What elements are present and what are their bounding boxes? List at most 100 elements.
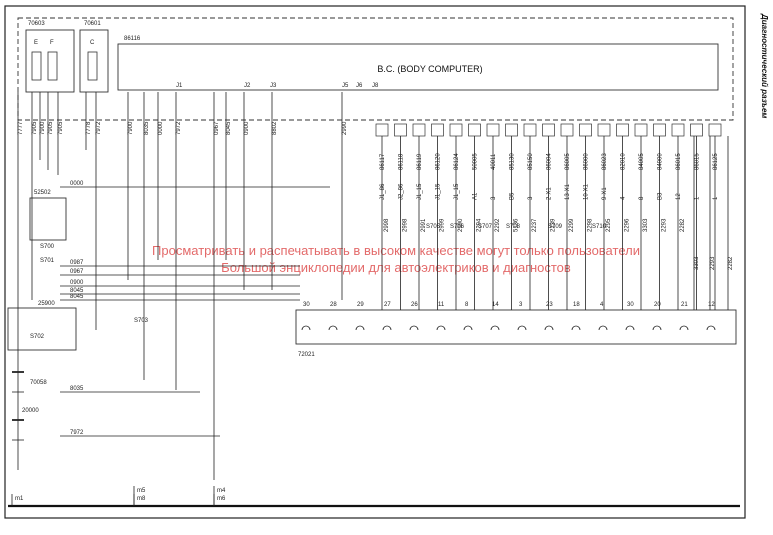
fuse-element [47,51,58,81]
diag-pin-symbol [571,325,581,331]
top-enclosure [17,17,734,121]
left-wire-label: 7905 [32,121,38,135]
mid-wire-label: 8045 [70,288,84,294]
device-symbol [523,123,537,137]
relay-a-label: 52502 [34,190,51,196]
left-wire-label: 7777 [18,121,24,135]
side-title: Диагностический разъем [760,13,769,118]
relay-b-box [7,307,77,351]
device-wire-label: 2292 [495,218,501,232]
diag-pin: 4 [600,302,604,308]
diag-pin-symbol [301,325,311,331]
left-wire-label: 7905 [48,121,54,135]
device-id: 40011 [491,153,497,170]
device-wire-label: 2998 [403,218,409,232]
fuse-box-a-label: 70603 [28,21,45,27]
device-symbol [431,123,444,137]
device-pin: 1 [713,196,719,200]
device-pin: A1 [473,192,479,200]
diagram-frame [4,5,746,519]
connector-label: J6 [356,83,363,89]
mid-wire-label: 0000 [70,181,84,187]
body-computer-box [117,43,719,91]
device-wire-label: 2298 [588,218,594,232]
device-id: 84005 [639,153,645,170]
device-pin: 4 [621,196,627,200]
body-computer-label: B.C. (BODY COMPUTER) [377,64,482,74]
diag-connector-box [295,309,737,345]
device-pin: J2_86 [399,183,405,200]
left-wire-label: 8035 [144,121,150,135]
device-pin: 12 [676,193,682,200]
left-wire-label: 8045 [226,121,232,135]
device-symbol [394,123,407,137]
left-wire-label: 0967 [214,121,220,135]
device-id: 86015 [695,153,701,170]
diag-pin: 28 [330,302,337,308]
fuse-box-b [79,29,109,93]
left-wire-label: 8802 [272,121,278,135]
diag-pin-symbol [355,325,365,331]
sensor-label: S705 [426,224,441,230]
device-pin: J1_15 [417,183,423,200]
device-pin: J1_15 [436,183,442,200]
ground-label: m6 [217,496,226,502]
mid-wire-label: 8035 [70,386,84,392]
left-wire-label: 2990 [342,121,348,135]
device-id: 84000 [658,153,664,170]
fuse-box-b-label: 70601 [84,21,101,27]
left-wire-label: 0900 [244,121,250,135]
ground-label: m8 [137,496,146,502]
device-symbol [449,123,463,137]
device-symbol [616,123,629,137]
diag-pin-symbol [382,325,392,331]
device-pin: 1 [695,196,701,200]
device-wire-label: 3303 [643,218,649,232]
device-pin: 8 [639,196,645,200]
device-wire-label: 2239 [551,218,557,232]
diag-pin-symbol [706,325,716,331]
device-wire-label: 2237 [532,218,538,232]
connector-label: J3 [270,83,277,89]
device-symbol [690,123,703,137]
device-id: 86119 [417,153,423,170]
diag-pin: 30 [627,302,634,308]
device-symbol [412,123,426,137]
device-pin: B3 [658,192,664,200]
diag-pin-symbol [598,325,608,331]
right-wire-label: 2282 [728,256,734,270]
device-pin: 10-X1 [584,183,590,200]
device-id: 50005 [473,153,479,170]
body-computer-id: 86116 [124,36,141,42]
device-symbol [560,123,574,137]
device-wire-label: 2990 [458,218,464,232]
diag-pin: 21 [681,302,688,308]
right-wire-label: 3303 [694,256,700,270]
connector-label: J1 [176,83,183,89]
diag-pin: 20 [654,302,661,308]
device-id: 82010 [621,153,627,170]
sensor-label: S707 [478,224,493,230]
ground-label: m1 [15,496,24,502]
device-pin: 3 [528,196,534,200]
left-wire-label: 7905 [58,121,64,135]
device-id: 86118 [399,153,405,170]
diag-pin-symbol [652,325,662,331]
device-wire-label: 2294 [477,218,483,232]
device-id: 85150 [528,153,534,170]
connector-label: J5 [342,83,349,89]
connector-label: J2 [244,83,251,89]
sensor-label: S708 [506,224,521,230]
battery-label: 20000 [22,408,39,414]
diag-pin-symbol [544,325,554,331]
diag-pin: 8 [465,302,469,308]
diag-pin-symbol [490,325,500,331]
relay-b-label: 25900 [38,301,55,307]
mid-wire-label: 0900 [70,280,84,286]
left-wire-label: 7972 [96,121,102,135]
device-symbol [579,123,592,137]
sensor-label: S702 [30,334,45,340]
diag-pin-symbol [409,325,419,331]
device-id: 86015 [676,153,682,170]
